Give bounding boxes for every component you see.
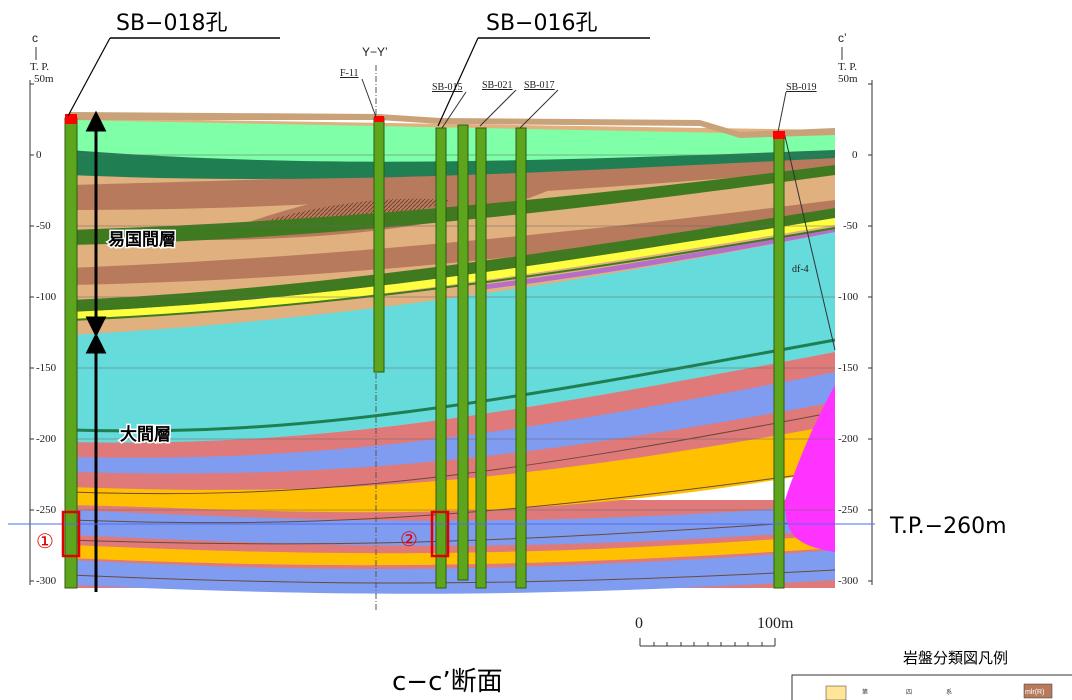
sample-box-2 [430,510,450,558]
sample-label-1: ① [36,531,54,553]
dark-green-band-3 [70,208,835,312]
label-sb018: SB−018孔 [116,11,227,36]
tick-left-0: 0 [36,149,42,161]
tick-left-m150: -150 [36,362,57,374]
borehole-sb021 [475,127,487,589]
pink-band-mid [70,400,835,490]
blue-band-2 [70,505,835,546]
layer-label-ekokuma: 易国間層 [108,230,176,249]
borehole-f11 [373,117,385,373]
grid [70,154,835,511]
fault-df4 [783,131,836,351]
tick-right-m300: -300 [838,575,859,587]
boreholes [64,114,785,589]
tick-right-0: 0 [852,149,858,161]
pink-band-upper [70,350,835,458]
fault-label: df-4 [792,264,809,275]
brown-band-2 [70,200,835,285]
dark-green-band [70,150,835,179]
scale-start: 0 [635,615,643,632]
layer-label-oma: 大間層 [120,424,171,444]
legend-box: 第 四 系 mlr(R) [791,674,1072,700]
tick-right-m200: -200 [838,433,859,445]
scale-end: 100m [757,615,794,632]
tick-left-m100: -100 [36,291,57,303]
blue-band-lower [70,550,835,594]
dark-green-band-2 [70,165,835,245]
tick-right-m150: -150 [838,362,859,374]
tp-label-right: T. P. [838,61,857,73]
borehole-sb018 [64,117,78,589]
tick-right-50: 50m [838,73,858,85]
right-depth-axis [868,80,873,585]
legend-code: mlr(R) [1025,689,1044,696]
tick-right-m250: -250 [838,504,859,516]
label-sb015: SB-015 [432,82,463,93]
section-marker-left: c [32,31,38,45]
sample-box-1 [61,510,81,558]
label-sb016: SB−016孔 [486,11,597,36]
section-title: c−c’断面 [392,667,503,697]
top-soil [70,112,835,138]
tick-left-50: 50m [34,73,54,85]
svg-text:第: 第 [862,688,868,696]
light-green-band [70,120,835,164]
tick-left-m200: -200 [36,433,57,445]
tp-label-left: T. P. [30,61,49,73]
borehole-sb016 [457,124,469,581]
borehole-sb017 [515,127,527,589]
tick-left-m300: -300 [36,575,57,587]
sample-label-2: ② [400,529,418,551]
yellow-band [70,218,835,320]
label-sb019: SB-019 [786,82,817,93]
strata [69,112,836,594]
tick-left-m50: -50 [36,220,51,232]
tick-right-m50: -50 [843,220,858,232]
borehole-sb015 [435,127,447,589]
section-marker-right: c’ [838,31,847,45]
tp-260-label: T.P.−260m [889,514,1007,539]
tick-right-m100: -100 [838,291,859,303]
purple-thin [480,228,835,290]
blue-band-upper [70,370,835,474]
orange-band-lower [70,535,835,566]
legend-title: 岩盤分類図凡例 [903,650,1008,667]
svg-text:系: 系 [946,688,952,696]
svg-text:四: 四 [906,689,912,696]
label-sb021: SB-021 [482,80,513,91]
left-depth-axis [29,80,34,585]
label-f11: F-11 [340,68,359,79]
borehole-sb019 [773,135,785,589]
label-sb017: SB-017 [524,80,555,91]
cyan-unit [70,228,835,443]
scale-bar [639,638,776,647]
layer-arrows [85,110,107,592]
tick-left-m250: -250 [36,504,57,516]
crossline-label: Y−Y’ [362,45,388,59]
